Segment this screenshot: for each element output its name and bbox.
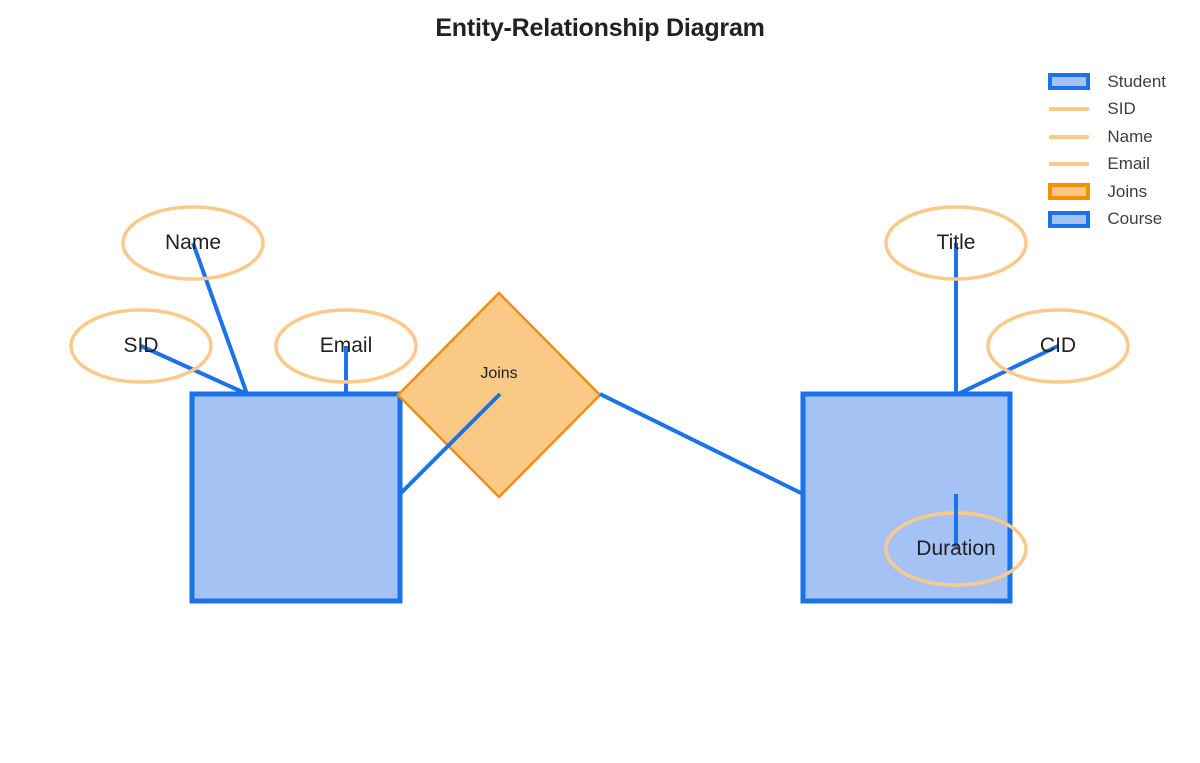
legend-label: Student bbox=[1107, 71, 1166, 91]
connector-joins-course bbox=[599, 392, 804, 496]
attribute-email[interactable] bbox=[274, 308, 418, 384]
legend-item-joins[interactable]: Joins bbox=[1045, 178, 1166, 206]
legend-box-swatch-icon bbox=[1048, 183, 1091, 201]
attribute-name[interactable] bbox=[121, 205, 265, 281]
legend-label: Course bbox=[1107, 209, 1163, 229]
legend-line-swatch-icon bbox=[1049, 134, 1090, 139]
legend-box-swatch-icon bbox=[1048, 73, 1091, 91]
connector-overlay-layer bbox=[398, 392, 958, 549]
connector-name-student bbox=[191, 242, 249, 395]
attribute-title[interactable] bbox=[884, 205, 1028, 281]
legend-label: Name bbox=[1107, 126, 1153, 146]
legend-line-swatch-icon bbox=[1049, 107, 1090, 112]
legend-label: Joins bbox=[1107, 181, 1148, 201]
legend-swatch-wrap bbox=[1045, 107, 1093, 112]
legend-item-student[interactable]: Student bbox=[1045, 68, 1166, 96]
entity-course[interactable] bbox=[800, 391, 1013, 604]
legend-item-email[interactable]: Email bbox=[1045, 151, 1166, 179]
legend-item-course[interactable]: Course bbox=[1045, 206, 1166, 234]
legend-swatch-wrap bbox=[1045, 183, 1093, 201]
page-title: Entity-Relationship Diagram bbox=[435, 14, 765, 42]
legend-swatch-wrap bbox=[1045, 134, 1093, 139]
attribute-sid[interactable] bbox=[69, 308, 213, 384]
legend-swatch-wrap bbox=[1045, 210, 1093, 228]
legend-label: SID bbox=[1107, 99, 1136, 119]
connector-student-joins bbox=[398, 392, 502, 496]
legend-line-swatch-icon bbox=[1049, 162, 1090, 167]
legend-swatch-wrap bbox=[1045, 73, 1093, 91]
legend-label: Email bbox=[1107, 154, 1150, 174]
connector-layer bbox=[140, 242, 1059, 396]
legend-box-swatch-icon bbox=[1048, 210, 1091, 228]
legend-swatch-wrap bbox=[1045, 162, 1093, 167]
legend-item-sid[interactable]: SID bbox=[1045, 96, 1166, 124]
attribute-cid[interactable] bbox=[986, 308, 1130, 384]
entity-layer bbox=[189, 391, 1013, 604]
entity-student[interactable] bbox=[189, 391, 403, 604]
legend-item-name[interactable]: Name bbox=[1045, 123, 1166, 151]
